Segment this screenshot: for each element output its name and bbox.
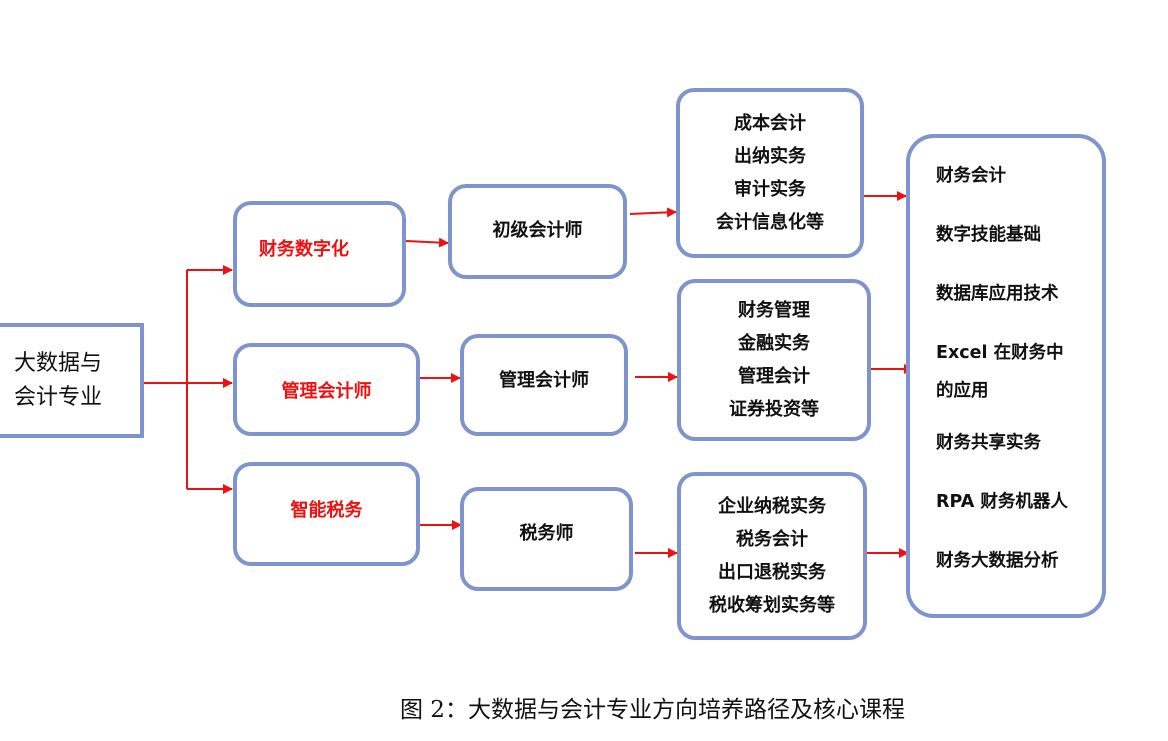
core-course: RPA 财务机器人	[936, 492, 1068, 512]
certificate-box-tax: 税务师	[460, 487, 633, 591]
skill-item: 成本会计	[734, 113, 806, 134]
skill-item: 出口退税实务	[718, 562, 826, 583]
core-course: 财务共享实务	[936, 433, 1041, 453]
skill-item: 税收筹划实务等	[709, 595, 835, 616]
skill-item: 金融实务	[738, 333, 810, 354]
direction-label: 财务数字化	[259, 239, 349, 260]
core-course-excel: Excel 在财务中 的应用	[936, 334, 1064, 431]
major-box: 大数据与 会计专业	[0, 323, 144, 438]
skills-box-digital: 成本会计 出纳实务 审计实务 会计信息化等	[676, 88, 864, 258]
core-course: 财务大数据分析	[936, 551, 1059, 571]
direction-label: 智能税务	[290, 500, 363, 521]
major-line-1: 大数据与	[14, 350, 103, 376]
core-courses-box: 财务会计 数字技能基础 数据库应用技术 Excel 在财务中 的应用 财务共享实…	[906, 134, 1106, 618]
certificate-label: 税务师	[519, 523, 574, 544]
figure-caption: 图 2：大数据与会计专业方向培养路径及核心课程	[400, 697, 905, 723]
certificate-label: 初级会计师	[492, 220, 583, 241]
core-course-line: 的应用	[936, 381, 989, 401]
skill-item: 审计实务	[734, 179, 806, 200]
skill-item: 财务管理	[738, 300, 810, 321]
certificate-box-junior: 初级会计师	[448, 184, 627, 279]
skill-item: 企业纳税实务	[718, 496, 826, 517]
arrow-digital-to-cert	[405, 237, 449, 248]
certificate-box-mgmt: 管理会计师	[460, 334, 628, 436]
skills-box-mgmt: 财务管理 金融实务 管理会计 证券投资等	[677, 279, 871, 441]
skills-box-tax: 企业纳税实务 税务会计 出口退税实务 税收筹划实务等	[677, 472, 867, 640]
core-course: 数字技能基础	[936, 225, 1041, 245]
direction-box-mgmt: 管理会计师	[233, 343, 420, 436]
skill-item: 管理会计	[738, 366, 810, 387]
skill-item: 会计信息化等	[716, 212, 824, 233]
direction-box-tax: 智能税务	[233, 462, 420, 566]
skill-item: 税务会计	[736, 529, 808, 550]
core-course: 数据库应用技术	[936, 284, 1059, 304]
direction-box-digital: 财务数字化	[233, 201, 406, 307]
direction-label: 管理会计师	[281, 380, 372, 402]
skill-item: 证券投资等	[729, 399, 819, 420]
core-course: 财务会计	[936, 166, 1006, 186]
major-line-2: 会计专业	[14, 384, 103, 410]
skill-item: 出纳实务	[734, 146, 806, 167]
arrow-cert1-to-skills	[629, 207, 677, 218]
certificate-label: 管理会计师	[499, 370, 589, 391]
core-course-line: Excel 在财务中	[936, 343, 1064, 363]
